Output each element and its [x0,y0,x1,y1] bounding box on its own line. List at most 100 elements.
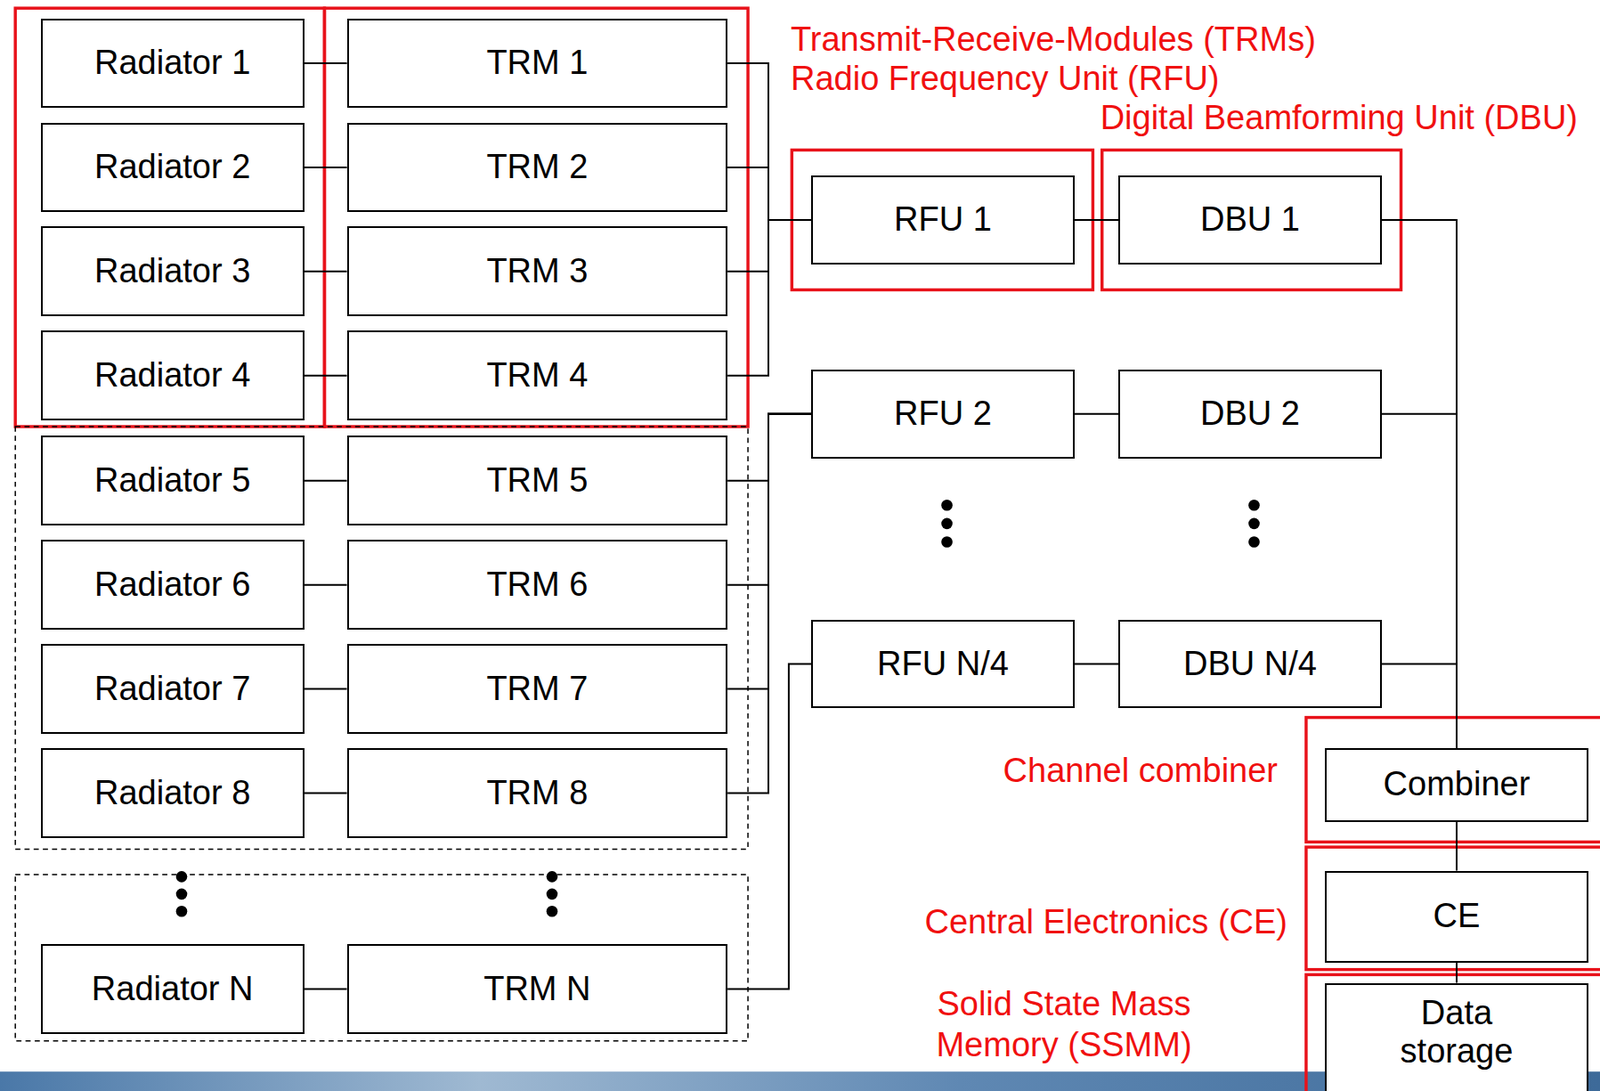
rfu-box: RFU 2 [811,369,1075,459]
trm-box: TRM N [347,943,728,1034]
group-frame [791,149,1093,290]
signal-line [727,219,812,272]
radiator-box: Radiator 5 [40,435,305,526]
ellipsis-dot [176,905,188,918]
annotation-label: Digital Beamforming Unit (DBU) [1007,97,1578,139]
signal-line [1074,219,1119,221]
annotation-label: Transmit-Receive-Modules (TRMs) [790,19,1557,61]
group-frame [1306,846,1600,970]
box-label: TRM 8 [486,773,588,813]
trm-box: TRM 6 [347,539,728,630]
box-label: TRM 1 [486,43,588,83]
box-label: Radiator 8 [94,773,251,813]
storage-box: Data storage [1324,982,1590,1091]
signal-line [1074,413,1119,415]
radiator-box: Radiator 1 [40,18,305,109]
signal-line [1455,821,1458,871]
signal-line [1381,664,1457,749]
ellipsis-dot [176,870,188,883]
radiator-box: Radiator 8 [40,747,305,838]
group-frame [1306,717,1600,843]
ellipsis-dot [546,905,559,918]
ellipsis-dot [546,870,559,883]
signal-line [1074,663,1119,666]
box-label: DBU 2 [1200,394,1300,434]
box-label: DBU 1 [1200,200,1300,240]
box-label: Radiator 2 [94,147,251,187]
signal-line [727,219,812,376]
trm-box: TRM 2 [347,122,728,213]
annotation-label: Channel combiner [894,750,1278,792]
box-label: TRM 5 [486,461,588,501]
annotation-label: Radio Frequency Unit (RFU) [790,58,1290,100]
signal-line [304,374,348,377]
signal-line [727,414,812,585]
signal-line [727,414,812,690]
ellipsis-dot [1248,536,1260,548]
ellipsis-dot [941,518,953,530]
box-label: TRM N [483,969,591,1009]
signal-line [304,584,348,586]
signal-line [1381,414,1457,748]
radiator-box: Radiator 6 [40,539,305,630]
dbu-box: DBU 2 [1118,369,1382,459]
box-label: Radiator 6 [94,565,251,605]
ellipsis-dot [1248,499,1260,512]
box-label: TRM 4 [486,356,588,396]
ellipsis-dot [941,499,953,512]
signal-line [304,988,348,991]
box-label: Combiner [1383,764,1531,805]
box-label: TRM 6 [486,565,588,605]
box-label: Radiator N [91,969,254,1009]
ellipsis-dot [176,888,188,901]
rfu-box: RFU 1 [811,175,1075,265]
box-label: Data storage [1367,993,1546,1072]
box-label: RFU N/4 [877,644,1009,684]
annotation-label: Solid State Mass Memory (SSMM) [877,983,1251,1065]
ellipsis-dot [941,536,953,548]
dbu-box: DBU 1 [1118,175,1382,265]
signal-line [1455,962,1458,983]
signal-line [304,62,348,65]
trm-box: TRM 7 [347,643,728,734]
box-label: DBU N/4 [1183,644,1317,684]
box-label: RFU 2 [893,394,992,434]
signal-line [304,479,348,482]
signal-line [304,166,348,169]
signal-line [727,664,812,990]
trm-box: TRM 4 [347,330,728,421]
dashed-group [15,426,748,849]
signal-line [727,414,812,481]
signal-line [304,270,348,273]
box-label: TRM 7 [486,669,588,709]
box-label: TRM 3 [486,251,588,292]
trm-box: TRM 3 [347,226,728,317]
box-label: TRM 2 [486,147,588,187]
signal-line [1381,219,1457,748]
ce-box: CE [1324,870,1590,963]
trm-box: TRM 1 [347,18,728,109]
rfu-box: RFU N/4 [811,619,1075,709]
group-frame [1102,149,1402,290]
radiator-box: Radiator N [40,943,305,1034]
radiator-box: Radiator 2 [40,122,305,213]
dbu-box: DBU N/4 [1118,619,1382,709]
box-label: Radiator 1 [94,43,251,83]
ellipsis-dot [1248,518,1260,530]
signal-line [727,167,812,220]
combiner-box: Combiner [1324,747,1590,822]
group-frame [15,8,325,427]
signal-line [304,792,348,795]
box-label: Radiator 4 [94,356,251,396]
radiator-box: Radiator 3 [40,226,305,317]
box-label: Radiator 3 [94,251,251,292]
signal-line [727,414,812,794]
signal-line [304,688,348,691]
trm-box: TRM 8 [347,747,728,838]
ellipsis-dot [546,888,559,901]
radiator-box: Radiator 7 [40,643,305,734]
box-label: Radiator 5 [94,461,251,501]
dashed-group [15,874,748,1041]
box-label: Radiator 7 [94,669,251,709]
